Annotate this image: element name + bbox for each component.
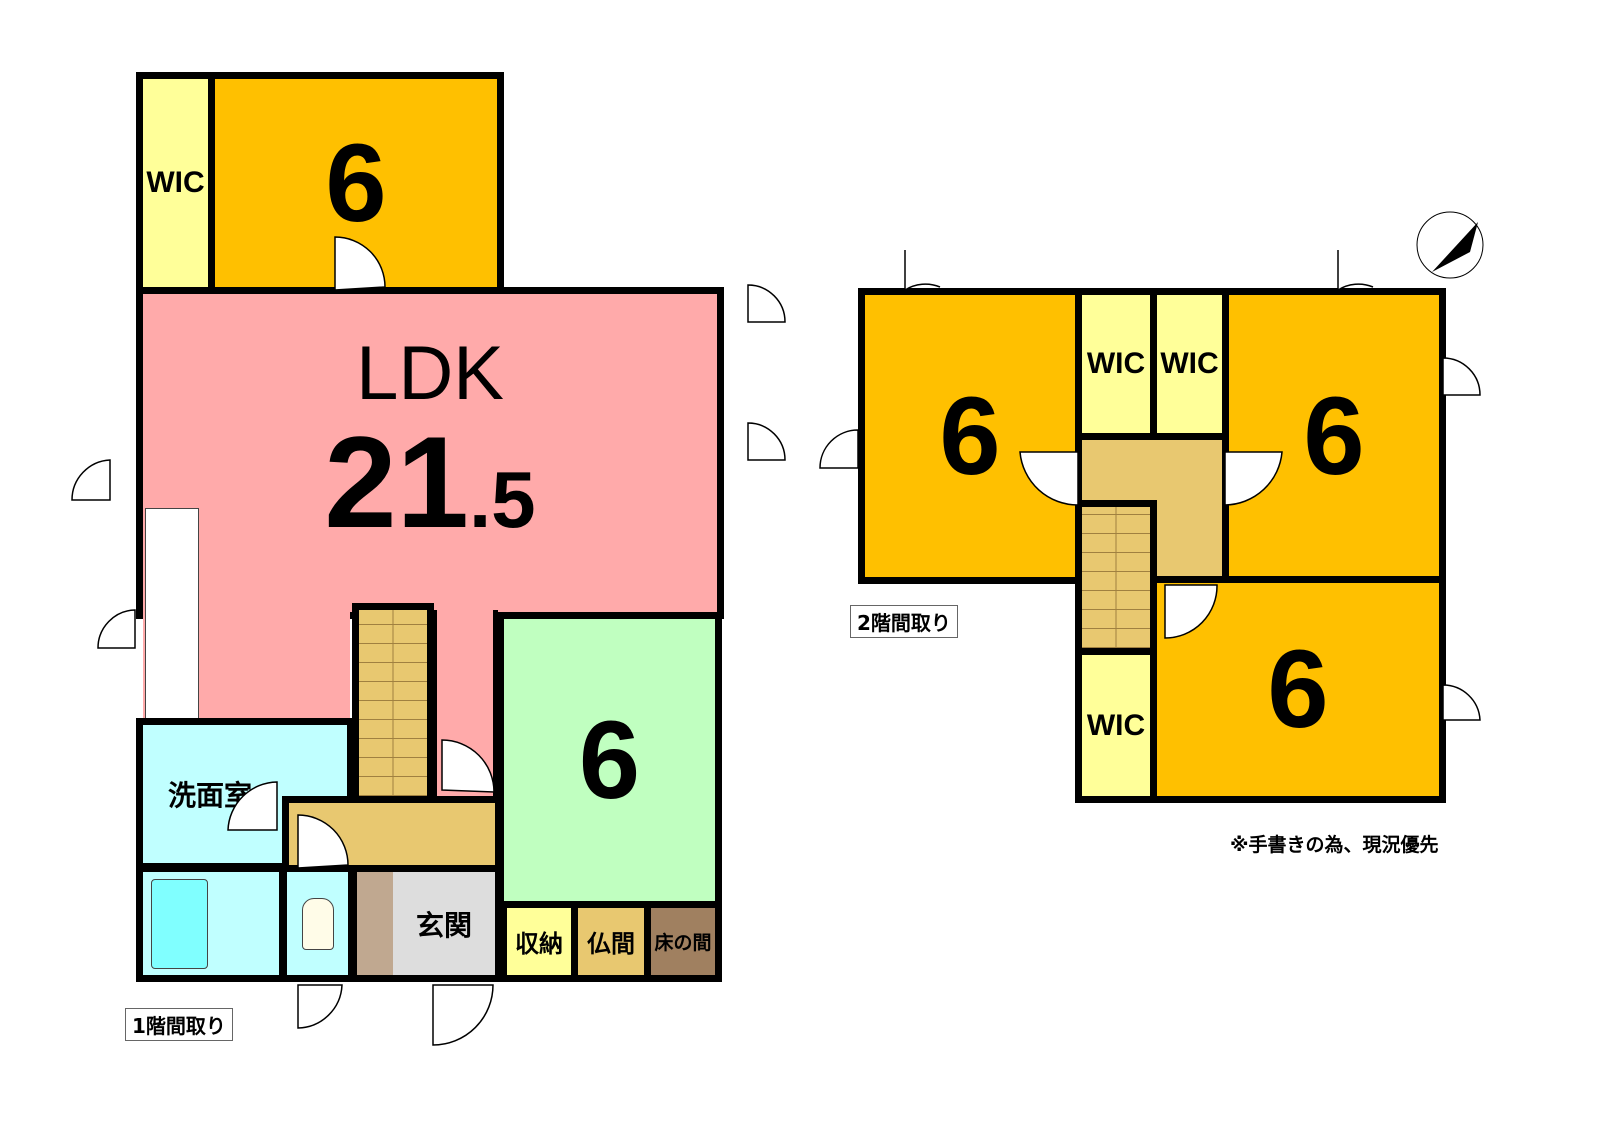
ldk-size-decimal: .5: [468, 454, 536, 544]
compass-icon: [1416, 211, 1484, 279]
disclaimer-note: ※手書きの為、現況優先: [1230, 834, 1439, 856]
room-size: 6: [1267, 628, 1329, 751]
f2-stairs: [1075, 500, 1157, 655]
door-arc: [97, 609, 136, 649]
room-size: 6: [1303, 374, 1365, 498]
room-label: WIC: [1086, 708, 1146, 742]
f2-wic-left: WIC: [1075, 288, 1157, 440]
f2-wic-bottom: WIC: [1075, 648, 1157, 803]
f1-tokonoma: 床の間: [644, 901, 722, 982]
door-arc: [1337, 250, 1374, 292]
f2-bedroom-right: 6: [1222, 288, 1446, 584]
f1-ldk-lower-right: [430, 610, 498, 800]
door-arc: [819, 429, 859, 469]
f1-bath: [136, 865, 286, 982]
door-arc: [747, 284, 786, 323]
f1-bedroom-green: 6: [497, 612, 722, 908]
door-arc: [297, 984, 343, 1029]
room-label: 収納: [515, 930, 563, 958]
room-label: WIC: [1086, 347, 1146, 380]
toilet-icon: [301, 897, 334, 950]
f1-wic: WIC: [136, 72, 215, 294]
f1-butsuma: 仏間: [571, 901, 651, 982]
door-arc: [904, 250, 941, 292]
room-size: 6: [578, 698, 641, 822]
floor1-label: 1階間取り: [125, 1008, 233, 1041]
f2-bedroom-left: 6: [858, 288, 1082, 584]
kitchen-counter: [145, 508, 199, 720]
door-arc: [71, 459, 111, 501]
f2-bedroom-bottom: 6: [1150, 576, 1446, 803]
room-label: 洗面室: [168, 779, 253, 812]
f1-bedroom-top: 6: [208, 72, 504, 294]
floor2-label: 2階間取り: [850, 605, 958, 638]
f1-ldk: LDK 21.5: [136, 287, 724, 619]
room-size: 6: [939, 374, 1001, 498]
bathtub: [151, 878, 208, 969]
f1-storage: 収納: [500, 901, 578, 982]
ldk-name: LDK: [356, 330, 504, 416]
f1-toilet: [280, 865, 355, 982]
door-arc: [432, 984, 494, 1046]
ldk-size: 21.5: [324, 417, 535, 547]
room-label: 床の間: [654, 932, 712, 954]
ldk-size-int: 21: [324, 408, 469, 555]
room-size: 6: [325, 121, 387, 245]
room-label: 仏間: [587, 930, 635, 958]
room-label: 玄関: [415, 908, 472, 942]
entrance-step: [357, 872, 393, 975]
door-arc: [747, 422, 786, 461]
f1-hall: [282, 796, 502, 872]
f1-stairs: [352, 603, 434, 803]
f2-wic-right: WIC: [1150, 288, 1229, 440]
room-label: WIC: [1160, 347, 1219, 380]
door-arc: [1442, 684, 1481, 721]
room-label: WIC: [146, 166, 205, 199]
door-arc: [1442, 357, 1481, 396]
